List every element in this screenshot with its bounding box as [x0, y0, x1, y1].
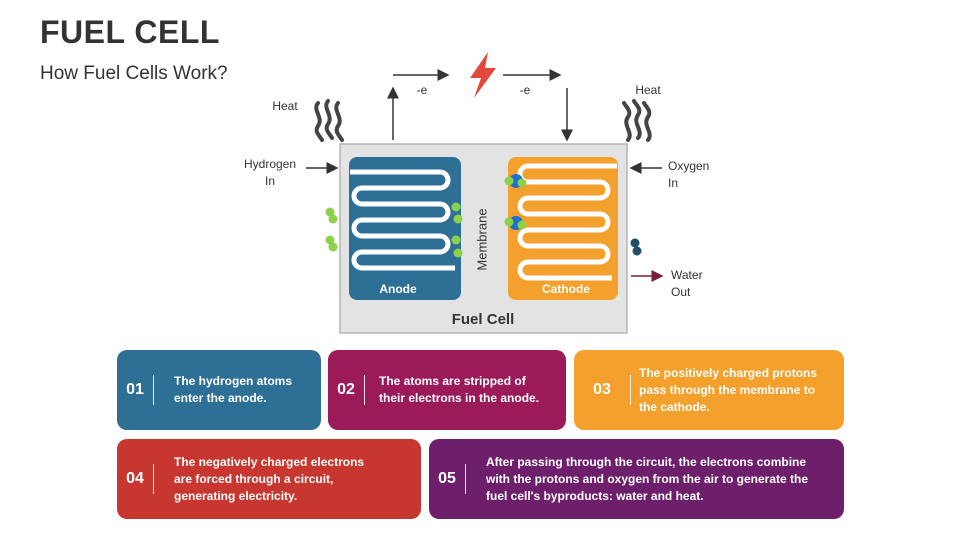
step-text: After passing through the circuit, the e… [486, 454, 809, 503]
anode-label: Anode [379, 282, 417, 296]
oxygen-in-label: Oxygen In [668, 159, 710, 190]
fuel-cell-label: Fuel Cell [451, 311, 515, 328]
water-out-label: Water Out [671, 268, 703, 299]
step-card-03: 03 The positively charged protons pass t… [574, 350, 844, 430]
step-text: The atoms are stripped of their electron… [379, 374, 540, 405]
heat-icon-right [622, 99, 652, 142]
step-number: 02 [337, 381, 355, 398]
step-number: 04 [126, 470, 144, 487]
step-divider [153, 464, 154, 494]
cathode-channel [517, 163, 617, 281]
page-title: FUEL CELL [40, 14, 220, 50]
step-divider [630, 375, 631, 405]
anode-channel [350, 169, 455, 271]
electron-label-left: -e [416, 83, 428, 97]
step-text: The positively charged protons pass thro… [639, 365, 818, 414]
fuel-cell-diagram: Heat Heat -e -e Hydrogen In Oxygen In Wa… [243, 52, 710, 334]
step-card-01: 01 The hydrogen atoms enter the anode. [117, 350, 321, 430]
step-number: 03 [593, 381, 611, 398]
hydrogen-molecules-outside [325, 207, 338, 252]
heat-label-right: Heat [635, 83, 661, 97]
step-divider [153, 375, 154, 405]
step-divider [364, 375, 365, 405]
fuel-cell-svg [306, 52, 664, 334]
step-text: The negatively charged electrons are for… [174, 454, 365, 503]
water-molecules [630, 238, 642, 256]
cathode-label: Cathode [542, 282, 590, 296]
heat-label-left: Heat [272, 99, 298, 113]
hydrogen-in-label: Hydrogen In [243, 157, 297, 188]
page-subtitle: How Fuel Cells Work? [40, 63, 228, 84]
electron-label-right: -e [519, 83, 531, 97]
protons-membrane [451, 202, 463, 258]
lightning-icon [470, 52, 496, 98]
step-card-04: 04 The negatively charged electrons are … [117, 439, 421, 519]
step-number: 05 [438, 470, 456, 487]
oxygen-molecules-cathode [504, 174, 527, 230]
membrane-label: Membrane [474, 208, 490, 271]
step-text: The hydrogen atoms enter the anode. [174, 374, 293, 405]
step-divider [465, 464, 466, 494]
heat-icon-left [314, 99, 344, 142]
step-card-02: 02 The atoms are stripped of their elect… [328, 350, 566, 430]
anode-block [349, 157, 461, 300]
step-card-05: 05 After passing through the circuit, th… [429, 439, 844, 519]
step-number: 01 [126, 381, 144, 398]
